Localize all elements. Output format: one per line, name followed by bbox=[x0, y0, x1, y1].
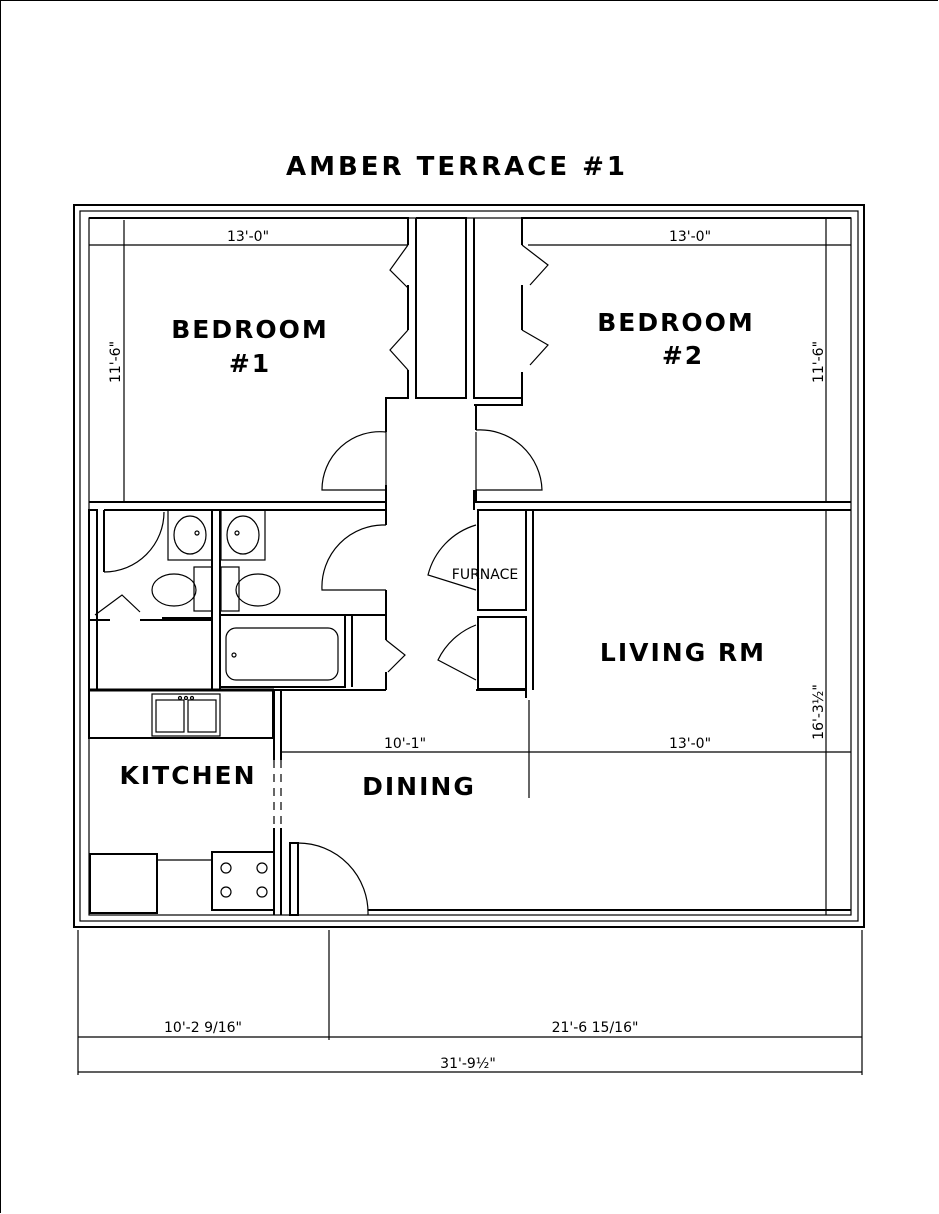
dimension-bedroom2-width: 13'-0" bbox=[669, 229, 711, 245]
dimension-bedroom1-depth: 11'-6" bbox=[108, 341, 124, 383]
center-walls bbox=[274, 687, 530, 915]
dimension-bedroom2-depth: 11'-6" bbox=[811, 341, 827, 383]
entry-door bbox=[289, 842, 851, 916]
bedroom-door-swings bbox=[321, 429, 543, 491]
room-label-bedroom2-number: #2 bbox=[662, 341, 704, 370]
dimension-left-overall: 10'-2 9/16" bbox=[164, 1020, 242, 1036]
dimension-dining-width: 10'-1" bbox=[384, 736, 426, 752]
plan-title: AMBER TERRACE #1 bbox=[286, 152, 628, 182]
room-label-bedroom2: BEDROOM bbox=[597, 308, 755, 337]
room-label-kitchen: KITCHEN bbox=[120, 761, 257, 790]
dimension-living-width: 13'-0" bbox=[669, 736, 711, 752]
dimension-total-width: 31'-9½" bbox=[440, 1056, 496, 1072]
room-label-bedroom1: BEDROOM bbox=[171, 315, 329, 344]
kitchen bbox=[88, 688, 282, 915]
room-label-furnace: FURNACE bbox=[452, 567, 518, 583]
furnace-closet bbox=[427, 490, 534, 690]
closet-doors bbox=[389, 244, 549, 371]
bathrooms bbox=[88, 509, 406, 691]
dimension-lines bbox=[77, 218, 863, 1075]
room-label-dining: DINING bbox=[362, 772, 476, 801]
room-label-bedroom1-number: #1 bbox=[229, 349, 271, 378]
bedroom2-walls bbox=[473, 217, 851, 511]
dimension-right-overall: 21'-6 15/16" bbox=[552, 1020, 639, 1036]
dimension-bedroom1-width: 13'-0" bbox=[227, 229, 269, 245]
dimension-living-depth: 16'-3½" bbox=[811, 684, 827, 740]
outer-walls bbox=[73, 204, 865, 928]
room-label-living: LIVING RM bbox=[600, 638, 766, 667]
bedroom1-walls bbox=[89, 217, 467, 511]
